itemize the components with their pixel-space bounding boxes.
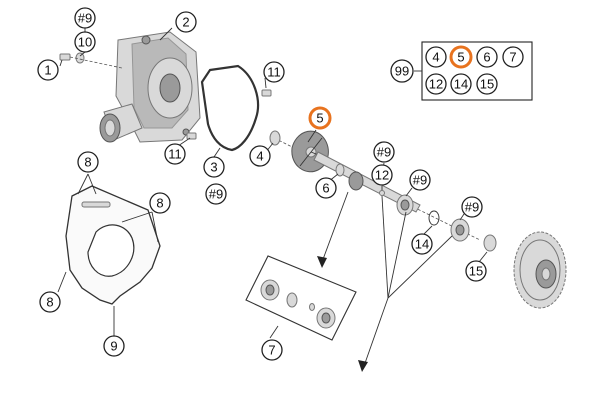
legend-item-15: 15 <box>476 73 498 95</box>
svg-text:15: 15 <box>480 77 494 92</box>
svg-text:8: 8 <box>156 196 163 211</box>
callout-14: 14 <box>411 233 433 255</box>
bearing-right <box>450 218 470 242</box>
callout-11-low: 11 <box>164 143 186 165</box>
callout-11-top: 11 <box>263 61 285 83</box>
leader-lines <box>57 27 488 372</box>
svg-text:14: 14 <box>415 237 429 252</box>
legend-item-14: 14 <box>450 73 472 95</box>
svg-text:11: 11 <box>267 65 281 80</box>
washer-10 <box>75 52 85 64</box>
svg-text:15: 15 <box>469 264 483 279</box>
callout-12: 12 <box>371 164 393 186</box>
callout-hash9-mid: #9 <box>373 141 395 163</box>
bolt-11-top <box>261 89 272 97</box>
callout-5: 5 <box>308 106 332 130</box>
callout-hash9-bearing: #9 <box>409 169 431 191</box>
legend-item-4: 4 <box>425 46 447 68</box>
callout-4: 4 <box>249 145 271 167</box>
pump-housing <box>99 31 201 143</box>
legend-item-5: 5 <box>449 45 473 69</box>
svg-text:6: 6 <box>322 181 329 196</box>
arrow-head-bottom <box>358 360 368 372</box>
callout-hash9-top: #9 <box>74 7 96 29</box>
callout-8-top: 8 <box>77 151 99 173</box>
svg-text:7: 7 <box>268 343 275 358</box>
svg-text:14: 14 <box>454 77 468 92</box>
svg-text:#9: #9 <box>78 11 92 26</box>
circlip-14 <box>428 210 440 226</box>
callout-7: 7 <box>261 339 283 361</box>
callout-hash9-left: #9 <box>205 183 227 205</box>
callout-15: 15 <box>465 260 487 282</box>
gasket-3 <box>200 64 260 152</box>
legend-item-6: 6 <box>476 46 498 68</box>
bush <box>348 171 364 191</box>
svg-text:9: 9 <box>110 339 117 354</box>
bearing-mid <box>396 194 414 216</box>
callout-10: 10 <box>74 31 96 53</box>
svg-text:#9: #9 <box>413 173 427 188</box>
svg-text:5: 5 <box>457 50 464 65</box>
svg-text:1: 1 <box>44 63 51 78</box>
svg-text:#9: #9 <box>465 200 479 215</box>
callout-8-left: 8 <box>39 291 61 313</box>
svg-text:#9: #9 <box>209 187 223 202</box>
svg-text:7: 7 <box>509 50 516 65</box>
callout-hash9-right: #9 <box>461 196 483 218</box>
callout-3: 3 <box>203 156 225 178</box>
callout-2: 2 <box>175 11 197 33</box>
circlip-12 <box>379 190 385 196</box>
svg-text:11: 11 <box>168 147 182 162</box>
svg-text:8: 8 <box>46 295 53 310</box>
svg-text:3: 3 <box>210 160 217 175</box>
callout-1: 1 <box>37 59 59 81</box>
washer-6 <box>335 163 345 177</box>
bush-15 <box>483 234 497 252</box>
svg-text:4: 4 <box>256 149 263 164</box>
svg-text:10: 10 <box>78 35 92 50</box>
cover-gasket-inner <box>87 224 135 277</box>
gear <box>513 231 567 309</box>
callout-6: 6 <box>315 177 337 199</box>
seal-4 <box>269 130 281 146</box>
callout-8-right: 8 <box>149 192 171 214</box>
impeller-5 <box>291 130 329 173</box>
callout-9: 9 <box>103 335 125 357</box>
seal-kit-box <box>245 255 357 341</box>
svg-text:5: 5 <box>316 111 323 126</box>
svg-text:2: 2 <box>182 15 189 30</box>
cover-slot <box>81 201 111 208</box>
svg-text:8: 8 <box>84 155 91 170</box>
svg-text:12: 12 <box>375 168 389 183</box>
legend-item-12: 12 <box>425 73 447 95</box>
arrow-head-kit <box>317 256 327 268</box>
legend-label-99: 99 <box>390 59 414 83</box>
svg-text:4: 4 <box>432 50 439 65</box>
svg-text:12: 12 <box>429 77 443 92</box>
legend-item-7: 7 <box>502 46 524 68</box>
svg-text:#9: #9 <box>377 145 391 160</box>
svg-text:6: 6 <box>483 50 490 65</box>
bolt-1 <box>59 53 71 61</box>
svg-text:99: 99 <box>395 64 409 79</box>
bolt-11-low <box>186 132 197 140</box>
